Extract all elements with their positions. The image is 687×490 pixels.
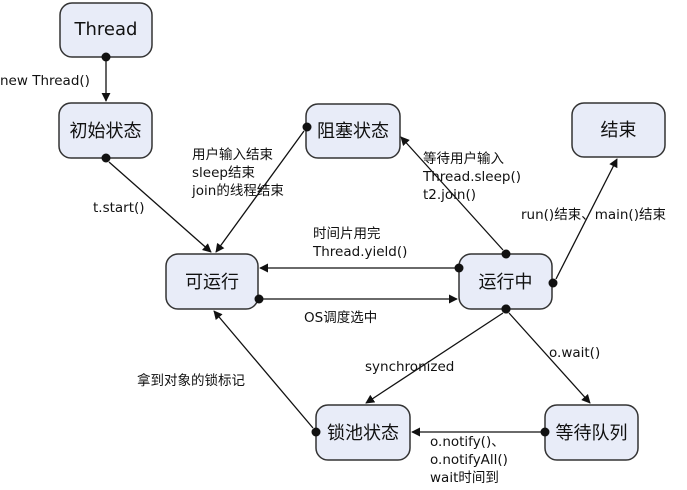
label-block-2: Thread.sleep()	[422, 169, 521, 185]
edge-new-thread	[101, 52, 111, 102]
edge-yield	[259, 263, 464, 273]
label-notify-2: o.notifyAll()	[430, 452, 508, 468]
edge-unblock	[215, 122, 312, 253]
edge-block	[400, 136, 511, 259]
node-runnable-state-label: 可运行	[185, 272, 239, 293]
label-unblock-2: sleep结束	[192, 165, 255, 181]
node-initial-state: 初始状态	[58, 102, 153, 159]
node-runnable-state: 可运行	[165, 253, 259, 310]
node-running-state: 运行中	[458, 253, 553, 310]
label-start: t.start()	[93, 200, 145, 216]
label-synchronized: synchronized	[365, 359, 454, 375]
label-schedule: OS调度选中	[304, 310, 377, 326]
label-acquire-lock: 拿到对象的锁标记	[137, 372, 245, 389]
label-unblock-1: 用户输入结束	[192, 146, 273, 163]
node-blocked-state: 阻塞状态	[305, 103, 401, 159]
label-unblock-3: join的线程结束	[191, 183, 284, 199]
edge-schedule	[254, 294, 458, 304]
node-lock-pool-state: 锁池状态	[315, 404, 411, 461]
node-blocked-state-label: 阻塞状态	[317, 121, 389, 142]
edge-notify	[411, 427, 550, 437]
label-notify-1: o.notify()、	[430, 434, 505, 450]
node-lock-pool-state-label: 锁池状态	[327, 423, 399, 444]
node-wait-queue-state: 等待队列	[544, 404, 639, 461]
node-running-state-label: 运行中	[479, 272, 533, 293]
edge-start	[101, 153, 212, 253]
label-new-thread: new Thread()	[0, 73, 90, 89]
label-yield-1: 时间片用完	[313, 226, 381, 242]
edge-wait	[501, 304, 591, 404]
edge-acquire-lock	[213, 310, 321, 437]
node-end-state-label: 结束	[601, 120, 637, 141]
node-end-state: 结束	[571, 102, 666, 158]
edge-finish	[548, 158, 618, 288]
label-block-1: 等待用户输入	[423, 150, 504, 167]
node-thread: Thread	[59, 2, 153, 58]
label-wait: o.wait()	[549, 345, 600, 361]
node-thread-label: Thread	[74, 19, 138, 40]
node-initial-state-label: 初始状态	[70, 121, 142, 142]
node-wait-queue-state-label: 等待队列	[556, 423, 628, 444]
label-notify-3: wait时间到	[430, 470, 499, 486]
label-block-3: t2.join()	[423, 187, 476, 203]
label-finish: run()结束、main()结束	[521, 207, 666, 223]
edge-synchronized	[365, 304, 511, 404]
label-yield-2: Thread.yield()	[312, 244, 407, 260]
